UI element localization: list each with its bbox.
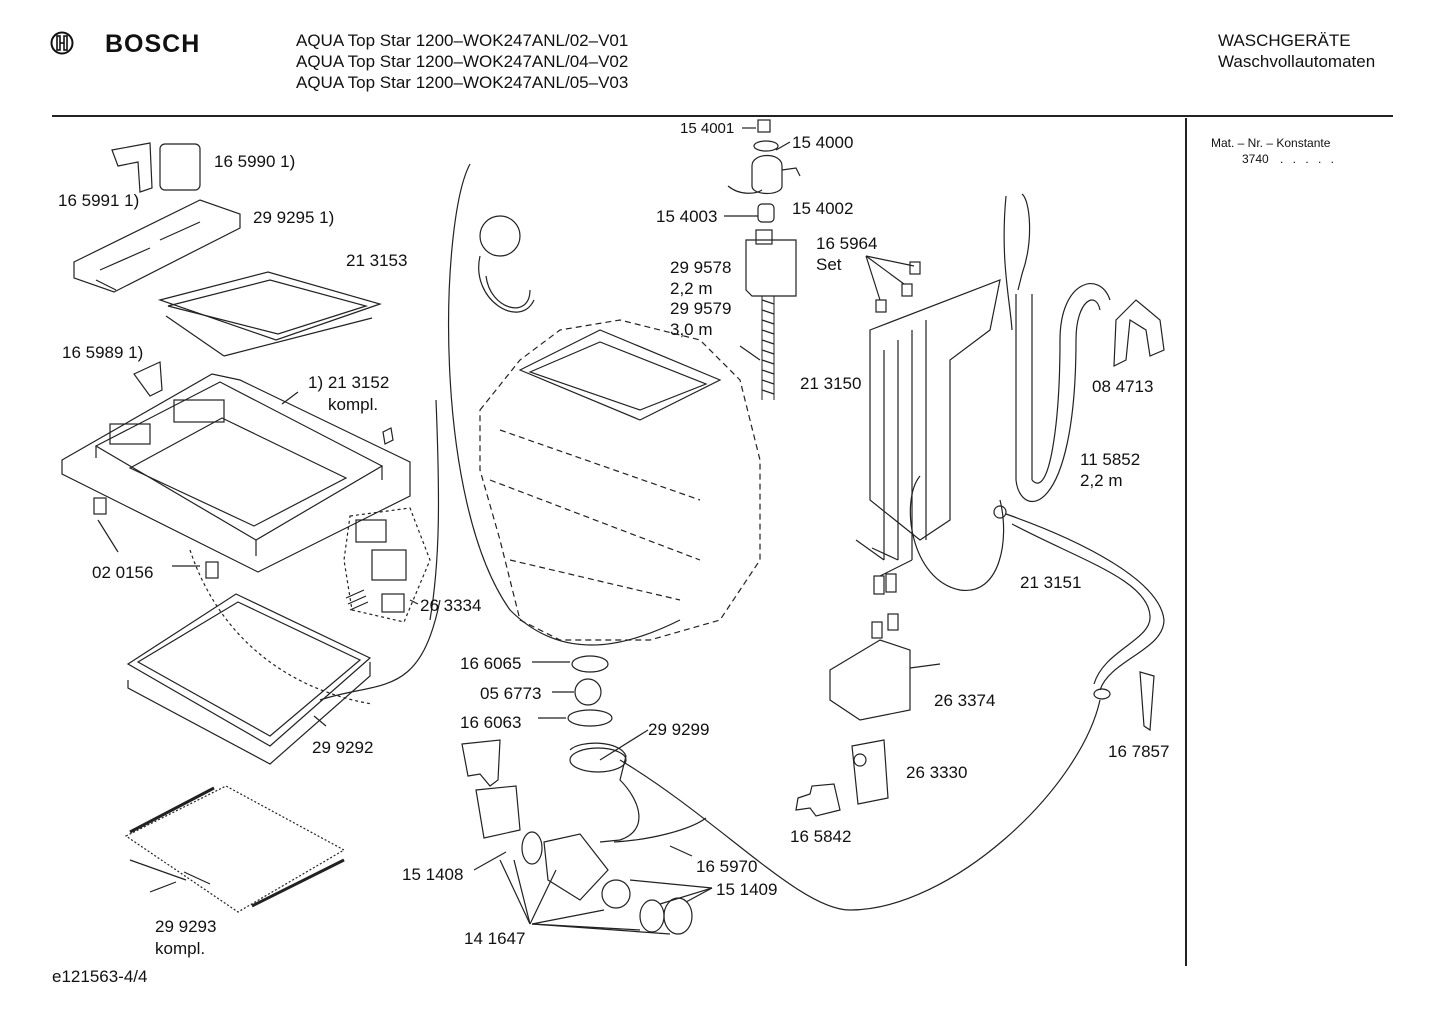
inlet-valve-stack (727, 119, 801, 400)
part-label: 26 3334 (420, 596, 482, 615)
part-label: 16 5989 1) (62, 343, 144, 362)
part-label: 16 5991 1) (58, 191, 140, 210)
lid-gasket (126, 593, 372, 765)
part-label: 29 9292 (312, 738, 374, 757)
category-label: WASCHGERÄTE (1218, 31, 1351, 50)
part-label: 15 4002 (792, 199, 854, 218)
part-label: 16 6065 (460, 654, 522, 673)
lid-hinge-springs (124, 785, 346, 913)
part-label: 2,2 m (670, 279, 713, 298)
part-label: 02 0156 (92, 563, 154, 582)
part-label: 15 4000 (792, 133, 854, 152)
switch-components (345, 519, 407, 613)
side-panel-value: 3740 (1242, 152, 1269, 166)
part-label: 14 1647 (464, 929, 526, 948)
detergent-drawer-group (73, 142, 382, 397)
part-label: 29 9295 1) (253, 208, 335, 227)
subcategory-label: Waschvollautomaten (1218, 52, 1376, 71)
part-label: 29 9578 (670, 258, 732, 277)
dashed-region (189, 507, 431, 705)
part-label: 16 5990 1) (214, 152, 296, 171)
part-label: 2,2 m (1080, 471, 1123, 490)
part-label: 05 6773 (480, 684, 542, 703)
side-panel-dots: . . . . . (1280, 152, 1338, 166)
pressure-switch-group (795, 613, 941, 817)
part-label: 16 6063 (460, 713, 522, 732)
part-label: 29 9579 (670, 299, 732, 318)
part-label: 26 3374 (934, 691, 996, 710)
part-label: 15 1408 (402, 865, 464, 884)
part-label: 08 4713 (1092, 377, 1154, 396)
document-id: e121563-4/4 (52, 967, 148, 986)
part-label: 3,0 m (670, 320, 713, 339)
model-line-3: AQUA Top Star 1200–WOK247ANL/05–V03 (296, 73, 629, 92)
model-line-1: AQUA Top Star 1200–WOK247ANL/02–V01 (296, 31, 629, 50)
part-label: 16 7857 (1108, 742, 1170, 761)
part-label: 11 5852 (1080, 450, 1141, 469)
drain-hose (993, 505, 1165, 732)
cable-curve-left (319, 399, 441, 701)
washer-top-frame-group (61, 373, 411, 579)
part-label: 15 1409 (716, 880, 778, 899)
part-label: Set (816, 255, 842, 274)
part-label: 29 9299 (648, 720, 710, 739)
part-label: 15 4003 (656, 207, 718, 226)
part-label: 21 3153 (346, 251, 408, 270)
model-line-2: AQUA Top Star 1200–WOK247ANL/04–V02 (296, 52, 629, 71)
brand-name: BOSCH (105, 30, 201, 58)
part-label: 16 5842 (790, 827, 852, 846)
part-label: 21 3150 (800, 374, 862, 393)
part-label: 16 5964 (816, 234, 878, 253)
part-label: 21 3151 (1020, 573, 1082, 592)
bosch-logo-icon (50, 31, 74, 55)
part-label: kompl. (155, 939, 206, 958)
hose-assembly (855, 193, 1165, 595)
part-label: 29 9293 (155, 917, 217, 936)
drum-tub (448, 163, 761, 646)
part-label: 26 3330 (906, 763, 968, 782)
part-label: kompl. (328, 395, 379, 414)
side-panel-title: Mat. – Nr. – Konstante (1211, 136, 1331, 150)
leader-lines (97, 127, 915, 935)
part-label: 15 4001 (680, 120, 735, 137)
cable-curve-bottom (619, 699, 1101, 911)
part-label: 16 5970 (696, 857, 758, 876)
part-label: 1) 21 3152 (308, 373, 390, 392)
